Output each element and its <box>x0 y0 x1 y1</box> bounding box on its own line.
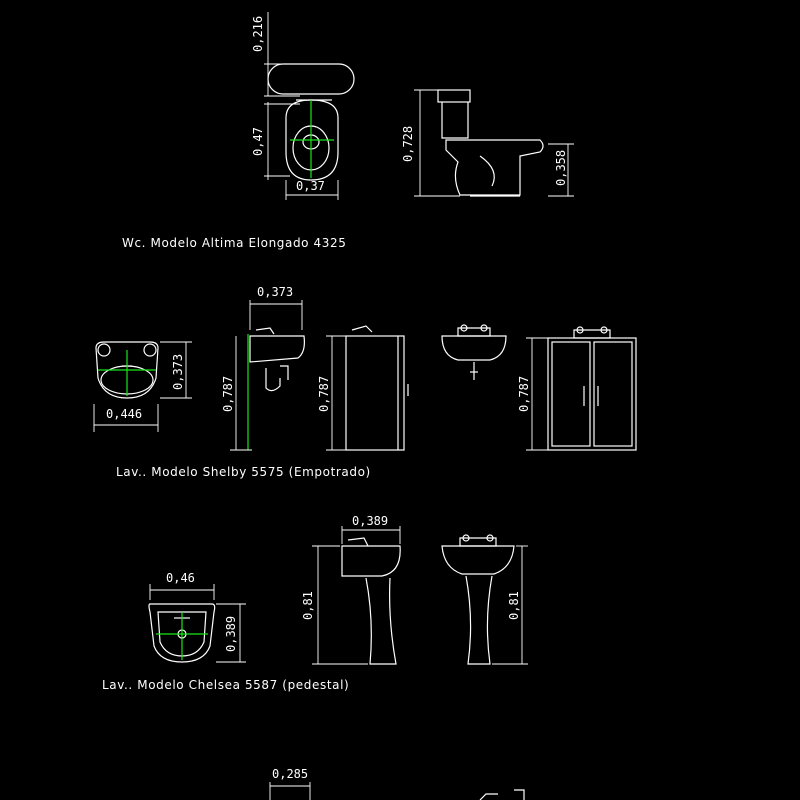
chelsea-side-depth-dim: 0,389 <box>352 514 388 528</box>
partial-fixture-fragment[interactable] <box>479 789 525 800</box>
chelsea-front-view[interactable] <box>441 534 528 665</box>
wc-side-dims <box>414 89 574 197</box>
chelsea-block: 0,46 0,389 0,389 0,81 0,81 L <box>102 514 528 692</box>
wc-bowl-length-dim: 0,47 <box>251 127 265 156</box>
shelby-cabinet-side-height-dim: 0,787 <box>317 376 331 412</box>
wc-seat-height-dim: 0,358 <box>554 150 568 186</box>
wc-bowl-width-dim: 0,37 <box>296 179 325 193</box>
wc-tank-depth-dim: 0,216 <box>251 16 265 52</box>
shelby-plan-depth-dim: 0,373 <box>171 354 185 390</box>
chelsea-caption: Lav.. Modelo Chelsea 5587 (pedestal) <box>102 678 349 692</box>
shelby-cabinet-front-view[interactable] <box>526 326 637 451</box>
shelby-side-height-dim: 0,787 <box>221 376 235 412</box>
wc-side-view[interactable] <box>437 89 544 197</box>
shelby-plan-width-dim: 0,446 <box>106 407 142 421</box>
chelsea-plan-dims <box>149 584 246 663</box>
shelby-cabinet-front-height-dim: 0,787 <box>517 376 531 412</box>
shelby-front-view[interactable] <box>441 324 507 380</box>
chelsea-plan-view[interactable] <box>148 603 216 663</box>
wc-block: 0,216 0,47 0,37 0,728 0,358 Wc. Modelo A… <box>122 12 574 250</box>
chelsea-front-height-dim: 0,81 <box>507 591 521 620</box>
chelsea-plan-depth-dim: 0,389 <box>224 616 238 652</box>
wc-caption: Wc. Modelo Altima Elongado 4325 <box>122 236 346 250</box>
wc-plan-dims <box>264 12 339 200</box>
chelsea-side-view[interactable] <box>312 526 401 665</box>
wc-plan-view[interactable] <box>267 63 355 181</box>
partial-block: 0,285 <box>269 767 525 800</box>
shelby-plan-dims <box>93 341 192 432</box>
shelby-side-depth-dim: 0,373 <box>257 285 293 299</box>
shelby-caption: Lav.. Modelo Shelby 5575 (Empotrado) <box>116 465 371 479</box>
partial-width-dim: 0,285 <box>272 767 308 781</box>
chelsea-plan-width-dim: 0,46 <box>166 571 195 585</box>
wc-total-height-dim: 0,728 <box>401 126 415 162</box>
shelby-plan-view[interactable] <box>95 341 159 399</box>
shelby-block: 0,373 0,446 0,373 0,787 0,787 <box>93 285 637 479</box>
chelsea-side-height-dim: 0,81 <box>301 591 315 620</box>
shelby-cabinet-side-view[interactable] <box>326 325 409 451</box>
shelby-side-view[interactable] <box>230 300 305 451</box>
